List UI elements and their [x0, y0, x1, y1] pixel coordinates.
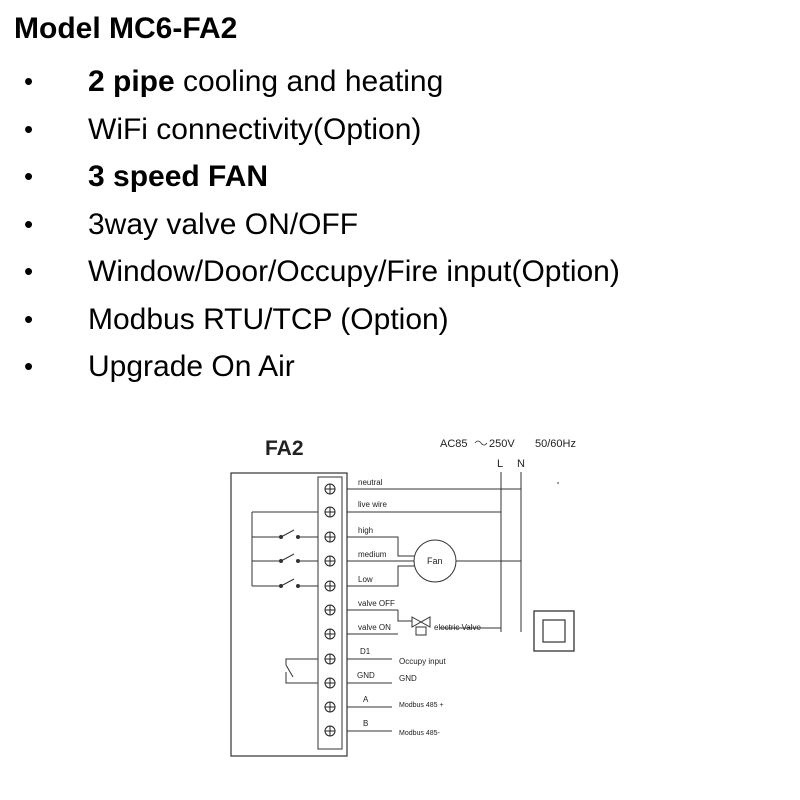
feature-rest-text: cooling and heating — [174, 65, 444, 98]
terminal-block — [317, 476, 343, 750]
bullet: • — [24, 256, 34, 286]
terminal-screw-icon — [324, 653, 336, 665]
feature-text: 2 pipe cooling and heating — [88, 58, 443, 106]
power-voltage-label: AC85 — [440, 438, 468, 450]
feature-text: Modbus RTU/TCP (Option) — [88, 296, 449, 344]
terminal-screw-icon — [324, 677, 336, 689]
terminal-label: valve OFF — [358, 599, 395, 608]
terminal-label: high — [358, 526, 373, 535]
terminal-screw-icon — [324, 531, 336, 543]
feature-list: • 2 pipe cooling and heating • WiFi conn… — [0, 58, 790, 391]
bullet: • — [24, 208, 34, 239]
gnd-output-label: GND — [399, 674, 417, 683]
fan-icon — [413, 539, 457, 583]
terminal-label: B — [363, 719, 368, 728]
relay-medium-switch-icon — [252, 553, 318, 563]
page-title: Model MC6-FA2 — [14, 12, 238, 45]
feature-rest-text: Window/Door/Occupy/Fire input(Option) — [88, 255, 620, 288]
frequency-label: 50/60Hz — [535, 438, 576, 450]
stray-dot — [557, 482, 559, 484]
feature-item: • Window/Door/Occupy/Fire input(Option) — [0, 248, 790, 296]
bullet: • — [24, 66, 34, 96]
terminal-screw-icon — [324, 628, 336, 640]
terminal-label: A — [363, 695, 369, 704]
feature-bold-text: 3 speed FAN — [88, 160, 269, 193]
terminal-label: live wire — [358, 500, 387, 509]
feature-item: • Modbus RTU/TCP (Option) — [0, 296, 790, 344]
terminal-screw-icon — [324, 483, 336, 495]
relay-high-switch-icon — [252, 529, 318, 539]
modbus-plus-label: Modbus 485 + — [399, 702, 444, 709]
feature-item: • WiFi connectivity(Option) — [0, 106, 790, 154]
feature-rest-text: Modbus RTU/TCP (Option) — [88, 302, 449, 336]
wiring-diagram: FA2 AC85 250V 50/60Hz L N — [230, 437, 576, 757]
terminal-screw-icon — [324, 506, 336, 518]
occupy-input-label: Occupy input — [399, 657, 446, 666]
line-N-label: N — [517, 458, 525, 470]
feature-text: Window/Door/Occupy/Fire input(Option) — [88, 248, 620, 296]
terminal-screw-icon — [324, 604, 336, 616]
bullet: • — [24, 113, 34, 144]
thermostat-device-icon — [533, 610, 575, 652]
feature-item: • 3way valve ON/OFF — [0, 201, 790, 249]
bullet: • — [24, 351, 34, 381]
line-L-label: L — [497, 458, 503, 470]
terminal-screw-icon — [324, 725, 336, 737]
low-wire — [347, 565, 414, 587]
electric-valve-icon — [397, 610, 431, 636]
power-range-label: 250V — [489, 438, 515, 450]
terminal-label: Low — [358, 575, 373, 584]
feature-item: • Upgrade On Air — [0, 343, 790, 391]
valve-label: electric Valve — [434, 623, 482, 632]
terminal-screw-icon — [324, 555, 336, 567]
feature-rest-text: WiFi connectivity(Option) — [88, 112, 422, 146]
terminal-screw-icon — [324, 701, 336, 713]
terminal-label: neutral — [358, 478, 383, 487]
bullet: • — [24, 161, 34, 191]
feature-item: • 2 pipe cooling and heating — [0, 58, 790, 106]
relay-low-switch-icon — [252, 578, 318, 588]
device-box — [230, 472, 348, 757]
bullet: • — [24, 303, 34, 334]
tilde-glyph — [474, 440, 488, 446]
feature-text: 3way valve ON/OFF — [88, 201, 358, 249]
terminal-label: medium — [358, 550, 387, 559]
feature-text: WiFi connectivity(Option) — [88, 106, 421, 154]
fan-label: Fan — [427, 556, 443, 566]
feature-text: 3 speed FAN — [88, 153, 268, 201]
feature-rest-text: 3way valve ON/OFF — [88, 207, 359, 241]
modbus-minus-label: Modbus 485- — [399, 730, 441, 737]
terminal-label: GND — [357, 671, 375, 680]
terminal-label: valve ON — [358, 623, 391, 632]
feature-text: Upgrade On Air — [88, 343, 295, 391]
terminal-label: D1 — [360, 647, 371, 656]
occupy-input-switch-icon — [285, 658, 318, 684]
feature-bold-text: 2 pipe — [88, 65, 175, 98]
feature-item: • 3 speed FAN — [0, 153, 790, 201]
high-wire — [347, 536, 414, 557]
feature-rest-text: Upgrade On Air — [88, 350, 295, 383]
terminal-screw-icon — [324, 580, 336, 592]
diagram-model-label: FA2 — [265, 437, 304, 460]
